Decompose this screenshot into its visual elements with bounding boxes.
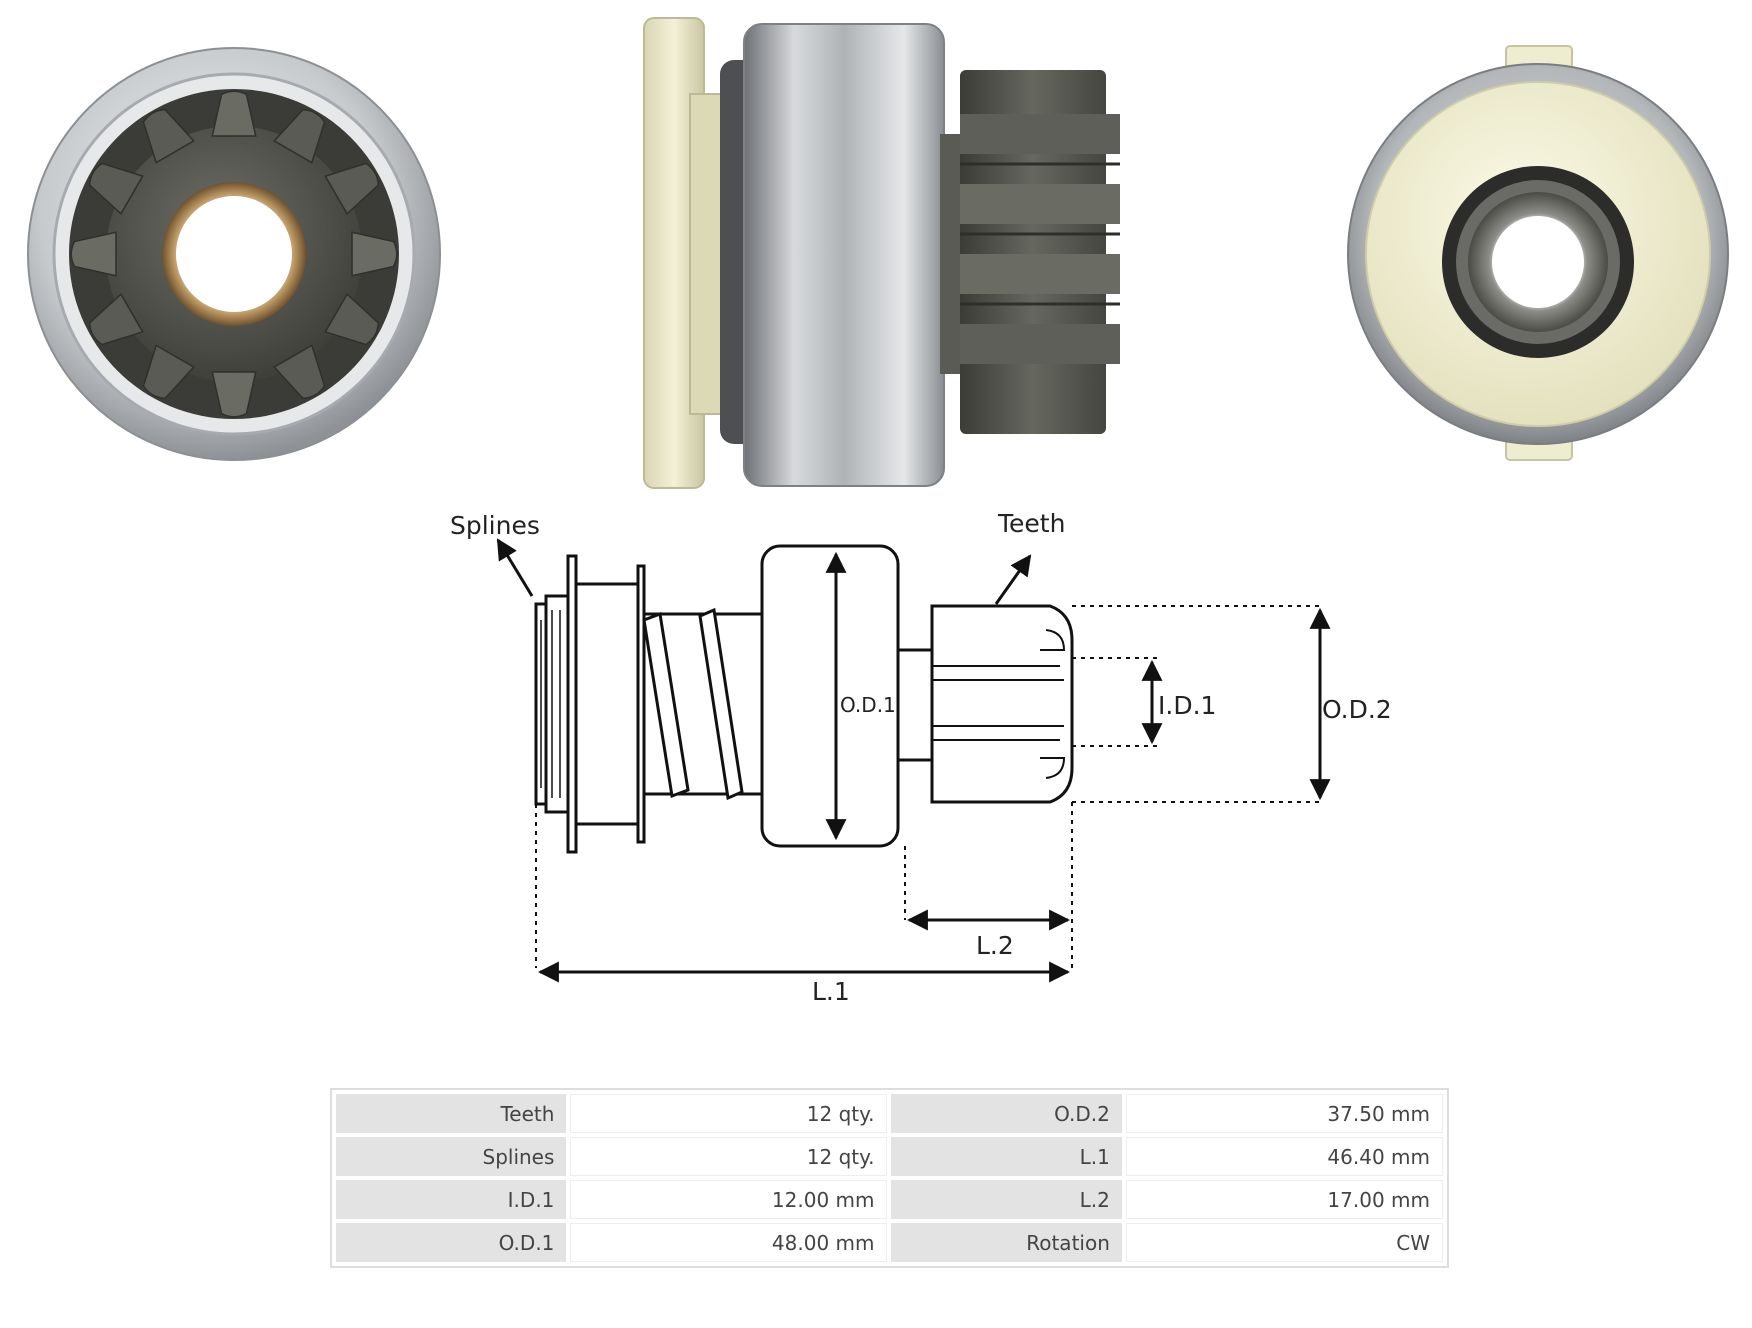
gear-tooth [351, 231, 398, 277]
dimension-diagram: Splines Teeth O.D.1 I.D.1 O.D.2 L.2 L.1 [0, 500, 1752, 1020]
l2-label: L.2 [976, 931, 1014, 960]
gear-tooth [88, 293, 144, 346]
spec-label: L.1 [891, 1137, 1122, 1176]
specifications-table: Teeth 12 qty. O.D.2 37.50 mm Splines 12 … [330, 1088, 1449, 1268]
spec-value: 17.00 mm [1125, 1180, 1443, 1219]
spec-label: Rotation [891, 1223, 1122, 1262]
gear-tooth [324, 293, 380, 346]
spec-value: CW [1125, 1223, 1443, 1262]
gear-tooth [211, 371, 257, 418]
gear-tooth [273, 344, 326, 400]
spec-value: 37.50 mm [1125, 1094, 1443, 1133]
spec-label: O.D.2 [891, 1094, 1122, 1133]
l1-label: L.1 [812, 977, 850, 1006]
id1-label: I.D.1 [1158, 691, 1216, 720]
gear-tooth [324, 162, 380, 215]
gear-tooth [70, 231, 117, 277]
od1-label: O.D.1 [840, 693, 896, 717]
od2-label: O.D.2 [1322, 695, 1392, 724]
drive-back-view-photo [1340, 44, 1730, 464]
spec-value: 12 qty. [570, 1137, 888, 1176]
drive-side-view-photo [640, 14, 1120, 494]
spec-label: Teeth [336, 1094, 567, 1133]
table-row: I.D.1 12.00 mm L.2 17.00 mm [336, 1180, 1443, 1219]
spec-label: Splines [336, 1137, 567, 1176]
gear-tooth [211, 90, 257, 137]
spec-value: 12.00 mm [570, 1180, 888, 1219]
spec-value: 46.40 mm [1125, 1137, 1443, 1176]
gear-tooth [142, 344, 195, 400]
drive-front-view-photo [24, 44, 444, 464]
table-row: Teeth 12 qty. O.D.2 37.50 mm [336, 1094, 1443, 1133]
gear-tooth [142, 108, 195, 164]
splines-label: Splines [450, 511, 540, 540]
spec-label: L.2 [891, 1180, 1122, 1219]
gear-tooth [273, 108, 326, 164]
table-row: Splines 12 qty. L.1 46.40 mm [336, 1137, 1443, 1176]
spec-value: 12 qty. [570, 1094, 888, 1133]
spec-label: O.D.1 [336, 1223, 567, 1262]
gear-tooth [88, 162, 144, 215]
spec-label: I.D.1 [336, 1180, 567, 1219]
spec-value: 48.00 mm [570, 1223, 888, 1262]
teeth-label: Teeth [997, 509, 1065, 538]
table-row: O.D.1 48.00 mm Rotation CW [336, 1223, 1443, 1262]
